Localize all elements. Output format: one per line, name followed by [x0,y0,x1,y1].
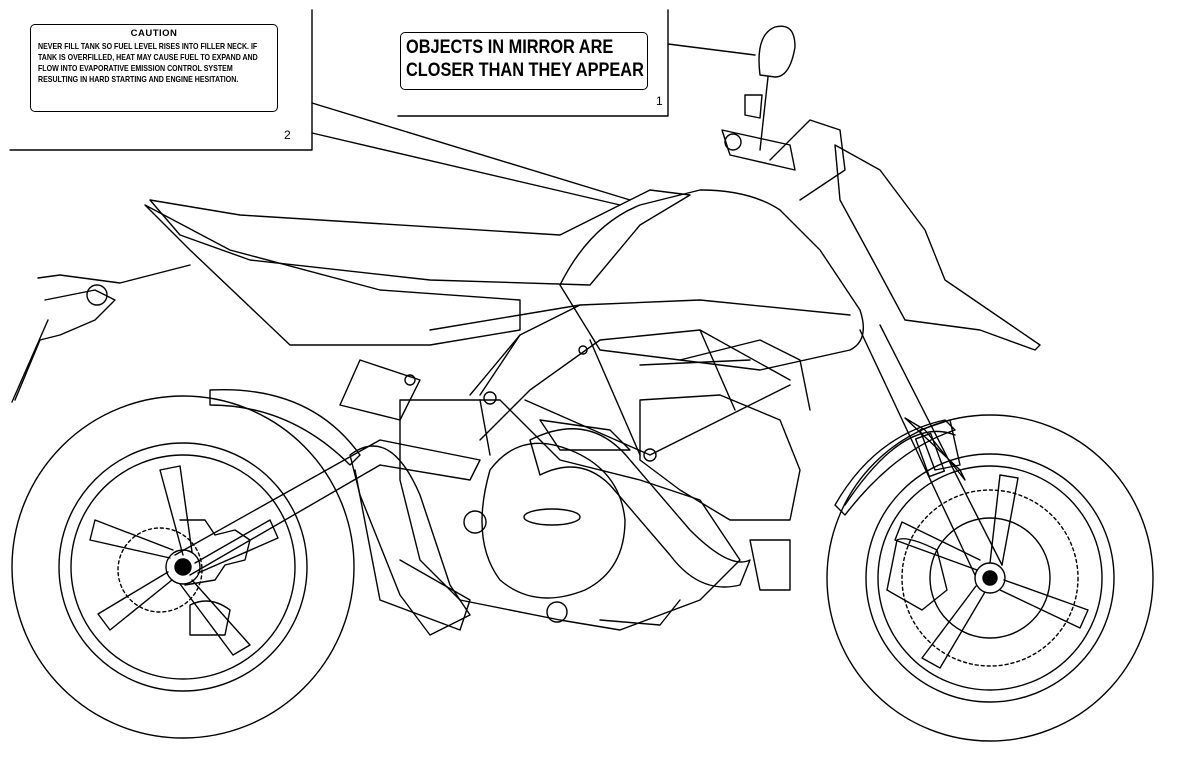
callout-1-leader [397,9,756,117]
caution-title: CAUTION [130,28,178,39]
mirror-label-line-2: CLOSER THAN THEY APPEAR [406,60,644,81]
fork-label [914,432,946,478]
front-wheel [826,414,1154,742]
airbox-cover [539,419,631,451]
seat [149,189,691,286]
rear-wheel [11,395,355,739]
caution-label: CAUTION NEVER FILL TANK SO FUEL LEVEL RI… [30,24,278,112]
handlebar-assembly [721,25,846,201]
front-fairing [834,144,1041,351]
engine [399,339,811,631]
callout-2-leader [9,9,631,206]
rear-fender [209,388,361,466]
front-fork [844,324,1003,576]
trellis-frame [429,299,851,456]
tail-section [144,204,521,346]
fuel-tank [559,189,864,371]
rear-subframe [11,264,191,403]
misc-details [404,345,791,626]
mirror-label: OBJECTS IN MIRROR ARE CLOSER THAN THEY A… [400,32,648,90]
caution-text: NEVER FILL TANK SO FUEL LEVEL RISES INTO… [38,42,258,84]
swingarm [174,359,481,576]
callout-number-1: 1 [656,94,663,108]
mirror-label-line-1: OBJECTS IN MIRROR ARE [406,37,614,58]
callout-number-2: 2 [284,128,291,142]
exhaust-system [349,428,751,636]
front-fender [834,419,956,516]
